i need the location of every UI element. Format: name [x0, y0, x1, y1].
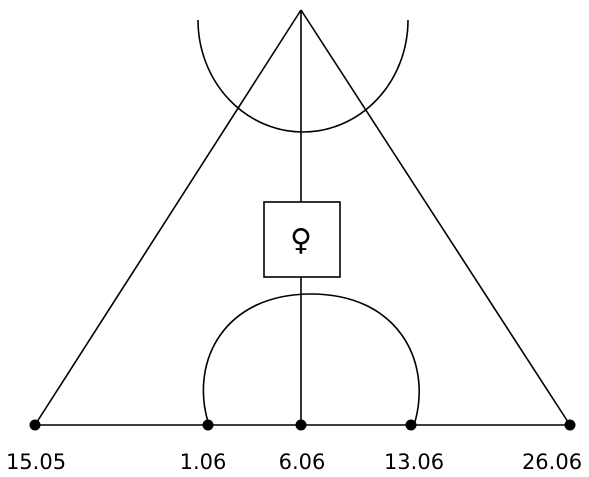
symbol-box	[263, 201, 341, 278]
venus-icon: ♀	[290, 223, 312, 258]
triangle-left-side	[34, 9, 302, 426]
point-1-06	[202, 419, 214, 431]
point-13-06	[405, 419, 417, 431]
label-13-06: 13.06	[384, 450, 444, 474]
label-1-06: 1.06	[180, 450, 227, 474]
upper-arc	[197, 19, 409, 133]
lower-arc	[202, 293, 420, 423]
point-15-05	[29, 419, 41, 431]
label-26-06: 26.06	[522, 450, 582, 474]
label-15-05: 15.05	[6, 450, 66, 474]
label-6-06: 6.06	[279, 450, 326, 474]
point-6-06	[295, 419, 307, 431]
triangle-right-side	[300, 9, 571, 426]
point-26-06	[564, 419, 576, 431]
